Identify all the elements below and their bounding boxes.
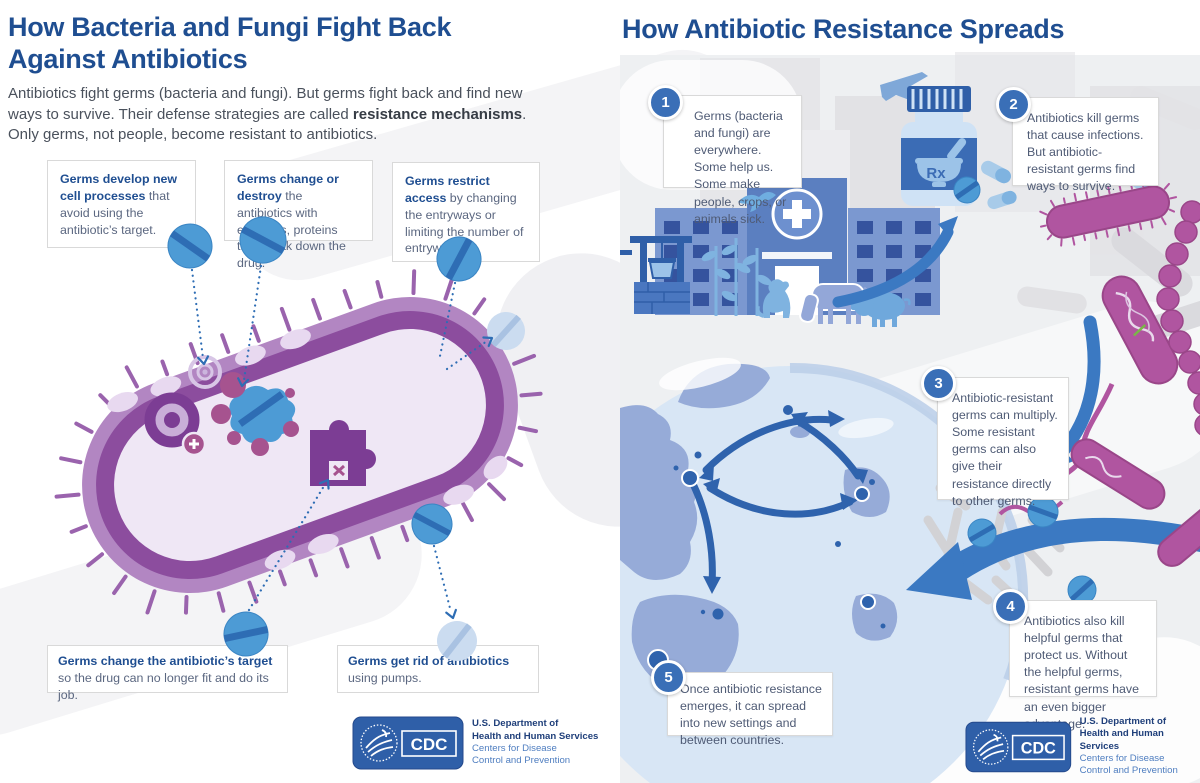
step-box-3: Antibiotic-resistant germs can multiply.… bbox=[937, 377, 1069, 508]
page-title-left: How Bacteria and Fungi Fight Back Agains… bbox=[8, 12, 568, 76]
step-badge-3: 3 bbox=[921, 366, 956, 401]
mechanism-box-5: Germs get rid of antibiotics using pumps… bbox=[337, 645, 539, 693]
background-swirl bbox=[0, 467, 440, 753]
step-badge-5: 5 bbox=[651, 660, 686, 695]
cdc-footer: CDC U.S. Department of Health and Human … bbox=[965, 716, 1200, 777]
step-box-2: Antibiotics kill germs that cause infect… bbox=[1012, 97, 1159, 193]
panel-resistance-spreads: How Antibiotic Resistance Spreads bbox=[600, 0, 1200, 783]
mechanism-box-2: Germs change or destroy the antibiotics … bbox=[224, 160, 373, 270]
cdc-logo: CDC bbox=[965, 721, 1072, 772]
cdc-footer: CDC U.S. Department of Health and Human … bbox=[352, 716, 598, 770]
puzzle-piece-icon bbox=[310, 420, 376, 486]
intro-bold: resistance mechanisms bbox=[352, 105, 523, 123]
cdc-logo-text: CDC bbox=[1021, 739, 1056, 757]
mechanism-box-3: Germs restrict access by changing the en… bbox=[392, 162, 540, 262]
step-badge-2: 2 bbox=[996, 87, 1031, 122]
target-icon bbox=[144, 392, 207, 457]
panel-fight-back: How Bacteria and Fungi Fight Back Agains… bbox=[0, 12, 757, 770]
step-box-4: Antibiotics also kill helpful germs that… bbox=[1009, 600, 1157, 731]
intro-paragraph: Antibiotics fight germs (bacteria and fu… bbox=[8, 84, 548, 146]
hhs-seal-icon bbox=[360, 724, 398, 762]
enzyme-icon bbox=[211, 372, 299, 456]
title-line-1: How Bacteria and Fungi Fight Back bbox=[8, 12, 452, 42]
decoy-target-icon bbox=[188, 355, 222, 389]
intro-text: . Only germs, not people, become resista… bbox=[8, 105, 527, 144]
footer-text: U.S. Department of Health and Human Serv… bbox=[472, 718, 599, 767]
cdc-logo: CDC bbox=[352, 716, 464, 770]
hhs-seal-icon bbox=[972, 728, 1009, 765]
footer-text: U.S. Department of Health and Human Serv… bbox=[1079, 716, 1178, 777]
cdc-logo-text: CDC bbox=[411, 735, 448, 754]
mechanism-box-1: Germs develop new cell processes that av… bbox=[47, 160, 196, 248]
step-box-5: Once antibiotic resistance emerges, it c… bbox=[667, 672, 833, 747]
step-badge-1: 1 bbox=[648, 85, 683, 120]
page-title-right: How Antibiotic Resistance Spreads bbox=[622, 14, 1065, 44]
intro-text: Antibiotics fight germs (bacteria and fu… bbox=[8, 85, 523, 123]
mechanism-box-4: Germs change the antibiotic’s target so … bbox=[47, 645, 288, 702]
title-line-2: Against Antibiotics bbox=[8, 43, 248, 74]
step-box-1: Germs (bacteria and fungi) are everywher… bbox=[663, 95, 802, 226]
enzyme-destroying-antibiotic-icon bbox=[211, 372, 299, 456]
step-badge-4: 4 bbox=[993, 589, 1028, 624]
